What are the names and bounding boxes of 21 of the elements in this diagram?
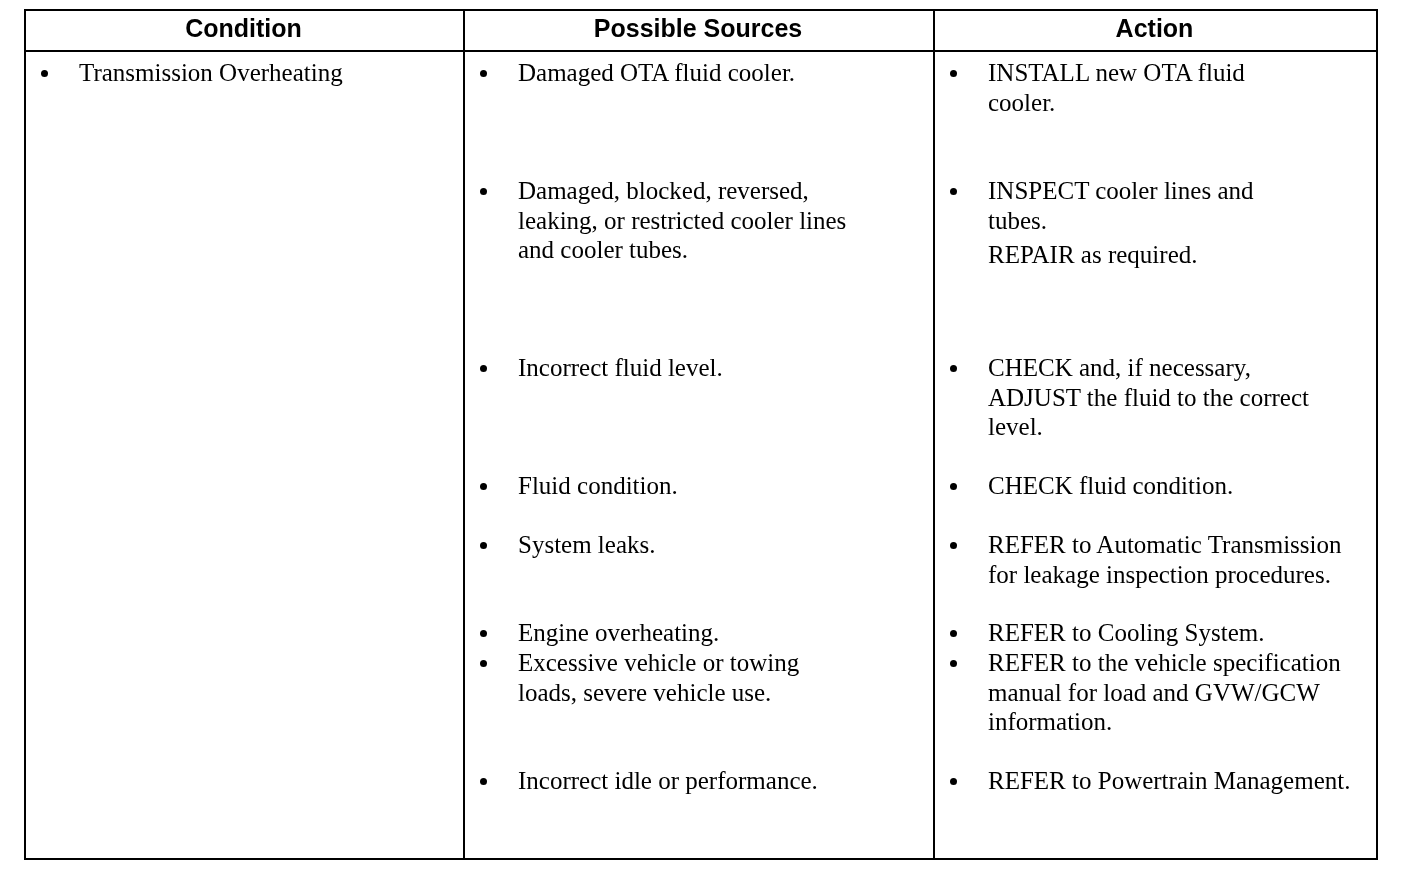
source-text: Fluid condition. [518,471,679,501]
source-text: Incorrect idle or performance. [518,766,819,796]
action-text: REFER to the vehicle specification manual for load and GVW/GCW information. [988,648,1342,737]
source-text: Engine overheating. [518,618,721,648]
condition-text: Transmission Overheating [79,58,344,88]
action-text: INSTALL new OTA fluid cooler. [988,58,1246,117]
action-text: REFER to Powertrain Management. [988,766,1352,796]
action-text: CHECK fluid condition. [988,471,1235,501]
action-text: CHECK and, if necessary, ADJUST the fluid to the correct level. [988,353,1310,442]
source-text: Damaged OTA fluid cooler. [518,58,797,88]
source-text: Excessive vehicle or towing loads, severe vehicle use. [518,648,801,707]
source-text: System leaks. [518,530,657,560]
source-text: Incorrect fluid level. [518,353,724,383]
action-text: INSPECT cooler lines and tubes. [988,176,1255,235]
action-text: REPAIR as required. [988,240,1199,270]
column-header: Condition [184,14,303,43]
source-text: Damaged, blocked, reversed, leaking, or restricted cooler lines and cooler tubes. [518,176,848,265]
action-text: REFER to Cooling System. [988,618,1266,648]
column-header: Action [1114,14,1195,43]
column-header: Possible Sources [592,14,804,43]
action-text: REFER to Automatic Transmission for leakage inspection procedures. [988,530,1343,589]
